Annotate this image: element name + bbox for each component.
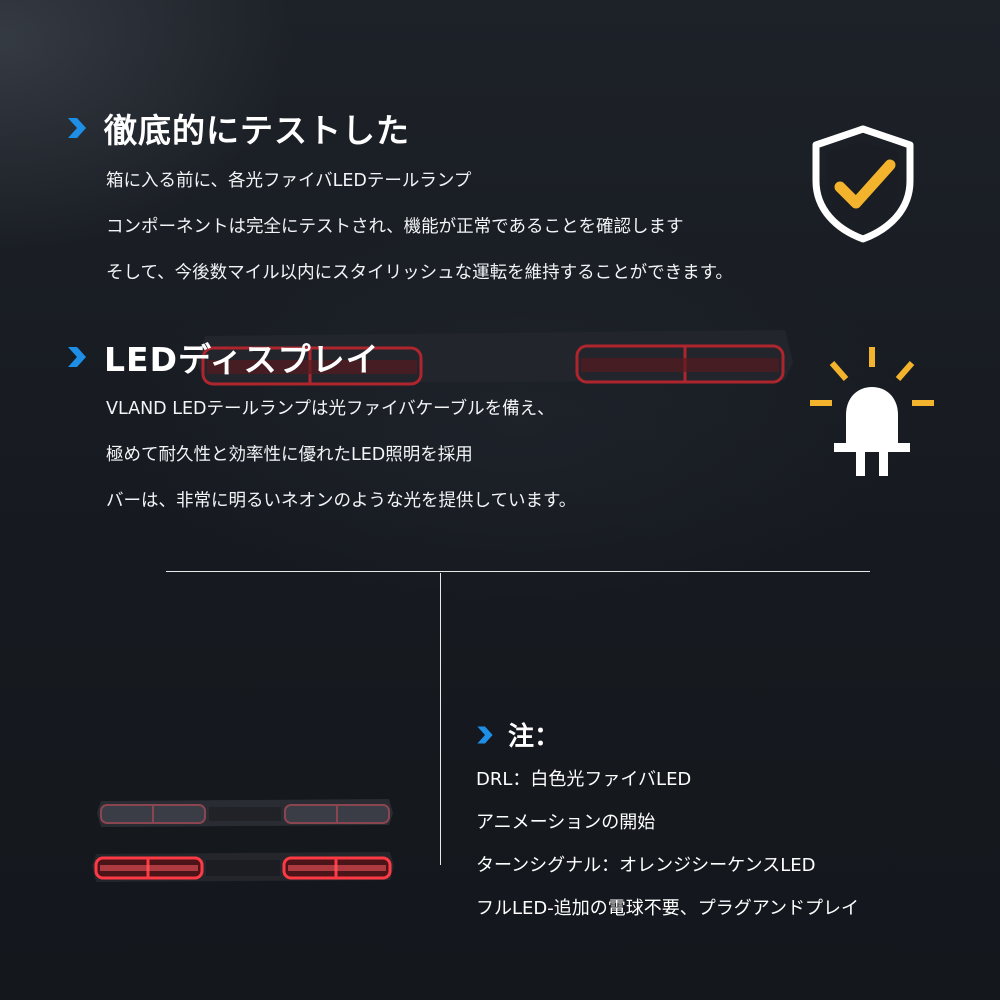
paragraph-testing: 箱に入る前に、各光ファイバLEDテールランプ コンポーネントは完全にテストされ、…	[106, 158, 733, 296]
paragraph-line: バーは、非常に明るいネオンのような光を提供しています。	[106, 491, 577, 511]
chevron-right-icon	[477, 726, 493, 743]
heading-text: LEDディスプレイ	[104, 340, 380, 379]
shield-check-icon	[812, 125, 914, 243]
paragraph-led-display: VLAND LEDテールランプは光ファイバケーブルを備え、 極めて耐久性と効率性…	[106, 386, 576, 524]
paragraph-line: コンポーネントは完全にテストされ、機能が正常であることを確認します	[106, 217, 684, 237]
taillight-image-top	[197, 330, 793, 386]
notes-heading-text: 注：	[508, 722, 561, 752]
chevron-right-icon	[68, 118, 86, 138]
vertical-divider	[440, 573, 441, 865]
note-item: ターンシグナル：オレンジシーケンスLED	[476, 855, 816, 876]
heading-text: 徹底的にテストした	[104, 111, 410, 150]
note-item: フルLED-追加の電球不要、プラグアンドプレイ	[476, 898, 860, 919]
chevron-right-icon	[68, 347, 86, 367]
paragraph-line: そして、今後数マイル以内にスタイリッシュな運転を維持することができます。	[106, 263, 733, 283]
section-heading-testing: 徹底的にテストした	[64, 104, 410, 152]
note-item: アニメーションの開始	[476, 812, 656, 833]
paragraph-line: VLAND LEDテールランプは光ファイバケーブルを備え、	[106, 399, 555, 419]
section-heading-led-display: LEDディスプレイ	[64, 333, 380, 381]
paragraph-line: 極めて耐久性と効率性に優れたLED照明を採用	[106, 445, 473, 465]
notes-list: DRL：白色光ファイバLED アニメーションの開始 ターンシグナル：オレンジシー…	[476, 758, 859, 930]
led-bulb-icon	[810, 347, 934, 476]
horizontal-divider	[166, 571, 870, 572]
notes-heading: 注：	[474, 716, 560, 753]
taillight-image-off	[97, 799, 393, 827]
paragraph-line: 箱に入る前に、各光ファイバLEDテールランプ	[106, 171, 472, 191]
taillight-image-on	[92, 852, 394, 882]
note-item: DRL：白色光ファイバLED	[476, 769, 692, 790]
